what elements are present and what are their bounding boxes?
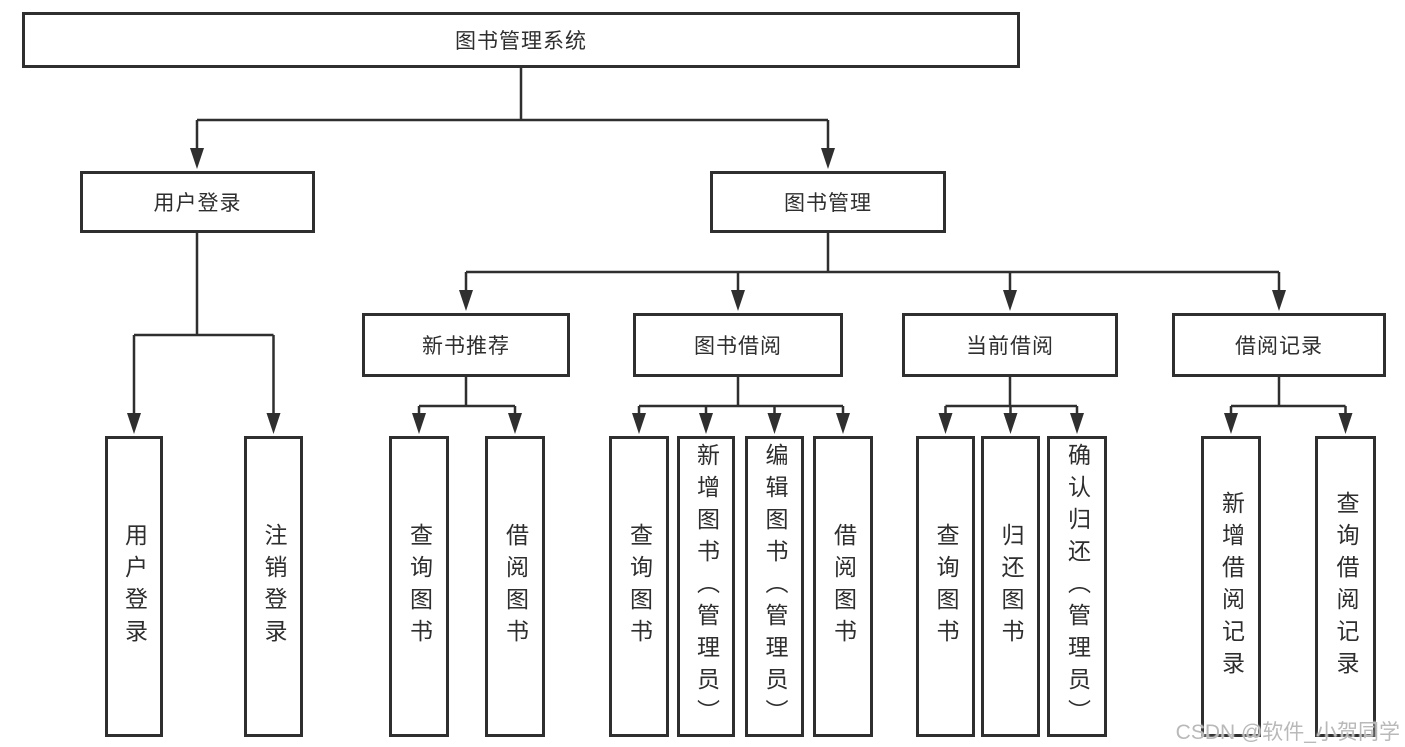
leaf-query-borrow-record: 查询借阅记录 xyxy=(1315,436,1376,737)
node-label: 新增借阅记录 xyxy=(1218,490,1245,683)
leaf-logout: 注销登录 xyxy=(244,436,303,737)
node-label: 注销登录 xyxy=(261,522,287,651)
node-book-management: 图书管理 xyxy=(710,171,946,233)
node-current-borrow: 当前借阅 xyxy=(902,313,1118,377)
node-label: 用户登录 xyxy=(153,192,242,215)
node-label: 借阅记录 xyxy=(1235,335,1323,358)
node-label: 归还图书 xyxy=(998,522,1024,651)
node-label: 借阅图书 xyxy=(502,522,529,651)
node-book-borrow: 图书借阅 xyxy=(633,313,843,377)
leaf-borrow-books: 借阅图书 xyxy=(813,436,873,737)
node-root: 图书管理系统 xyxy=(22,12,1020,68)
node-label: 查询图书 xyxy=(626,522,653,651)
csdn-watermark: CSDN @软件_小贺同学 xyxy=(1175,721,1400,744)
node-label: 查询图书 xyxy=(406,522,433,651)
leaf-query-books-current: 查询图书 xyxy=(916,436,975,737)
node-label: 查询图书 xyxy=(933,522,959,651)
node-label: 借阅图书 xyxy=(830,522,857,651)
node-user-login: 用户登录 xyxy=(80,171,315,233)
node-label: 图书借阅 xyxy=(694,335,782,358)
node-new-book-recommend: 新书推荐 xyxy=(362,313,570,377)
leaf-confirm-return-admin: 确认归还（管理员） xyxy=(1047,436,1107,737)
arrowheads xyxy=(127,148,1353,434)
node-label: 查询借阅记录 xyxy=(1333,490,1359,683)
leaf-user-login: 用户登录 xyxy=(105,436,163,737)
node-label: 新增图书（管理员） xyxy=(693,442,720,731)
node-label: 确认归还（管理员） xyxy=(1064,442,1091,731)
node-label: 编辑图书（管理员） xyxy=(762,442,788,731)
node-label: 新书推荐 xyxy=(422,335,510,358)
leaf-query-books-recommend: 查询图书 xyxy=(389,436,449,737)
leaf-add-book-admin: 新增图书（管理员） xyxy=(677,436,735,737)
node-label: 用户登录 xyxy=(121,522,148,651)
node-borrow-record: 借阅记录 xyxy=(1172,313,1386,377)
node-label: 图书管理系统 xyxy=(455,30,587,53)
leaf-return-books: 归还图书 xyxy=(981,436,1040,737)
leaf-edit-book-admin: 编辑图书（管理员） xyxy=(745,436,804,737)
leaf-borrow-books-recommend: 借阅图书 xyxy=(485,436,545,737)
leaf-query-books-borrow: 查询图书 xyxy=(609,436,669,737)
node-label: 当前借阅 xyxy=(966,335,1054,358)
leaf-add-borrow-record: 新增借阅记录 xyxy=(1201,436,1261,737)
node-label: 图书管理 xyxy=(784,192,872,215)
